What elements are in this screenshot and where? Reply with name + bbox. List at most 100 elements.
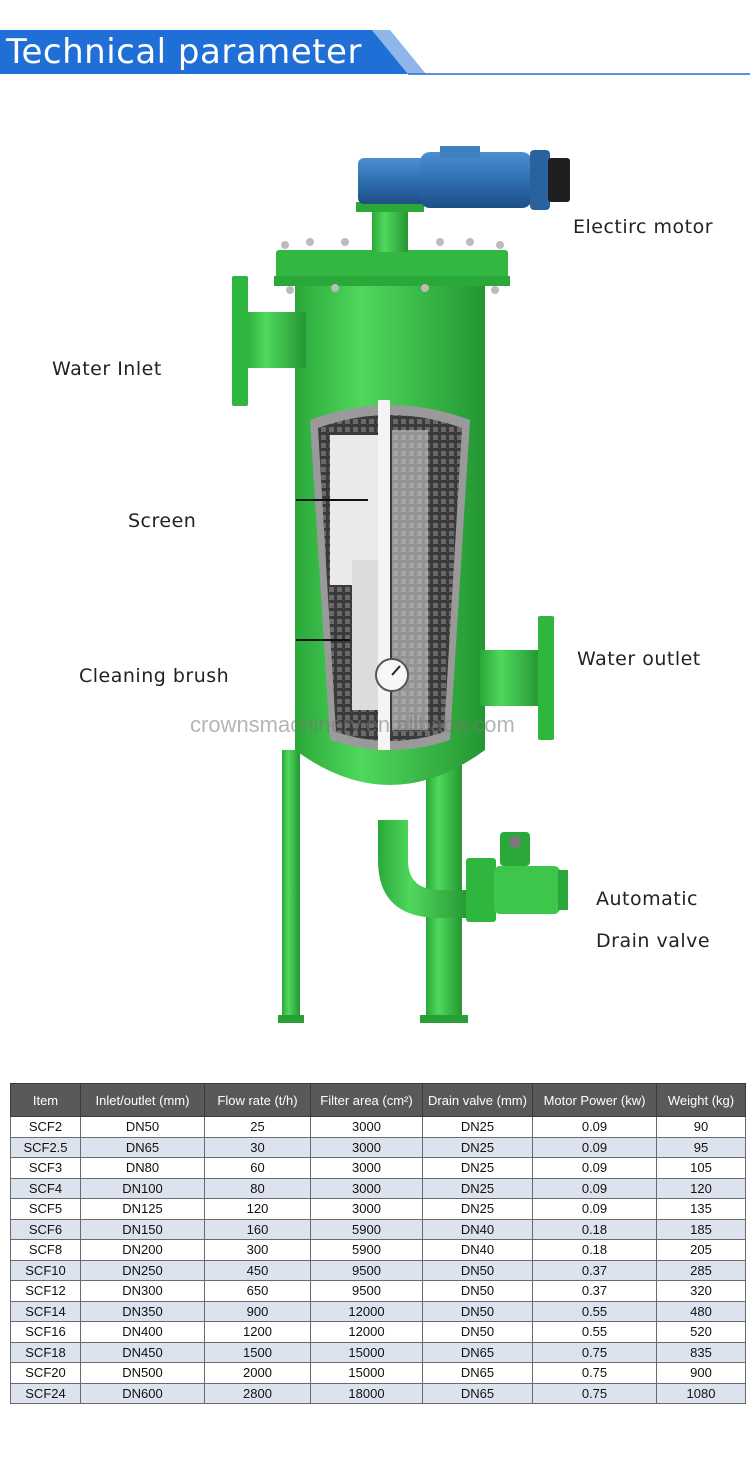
table-cell: 900 [656, 1362, 746, 1384]
table-cell: 120 [656, 1177, 746, 1199]
table-cell: 80 [204, 1177, 311, 1199]
table-cell: SCF12 [10, 1280, 81, 1302]
table-cell: 90 [656, 1116, 746, 1138]
table-cell: DN40 [422, 1218, 533, 1240]
table-cell: DN100 [80, 1177, 205, 1199]
table-cell: DN25 [422, 1198, 533, 1220]
table-cell: 160 [204, 1218, 311, 1240]
label-electric-motor: Electirc motor [573, 216, 714, 238]
table-cell: 650 [204, 1280, 311, 1302]
header-item: Item [10, 1083, 81, 1117]
table-cell: 0.37 [532, 1259, 657, 1281]
label-automatic: Automatic [596, 888, 698, 910]
table-cell: DN300 [80, 1280, 205, 1302]
table-cell: DN50 [422, 1321, 533, 1343]
callout-lines [296, 499, 368, 641]
vessel-cutaway [310, 400, 470, 750]
table-cell: 3000 [310, 1177, 423, 1199]
table-cell: 2800 [204, 1382, 311, 1404]
table-cell: 0.09 [532, 1136, 657, 1158]
table-cell: 0.09 [532, 1177, 657, 1199]
table-cell: 520 [656, 1321, 746, 1343]
table-cell: DN150 [80, 1218, 205, 1240]
table-cell: DN200 [80, 1239, 205, 1261]
header-drain-valve: Drain valve (mm) [422, 1083, 533, 1117]
table-cell: 835 [656, 1341, 746, 1363]
table-cell: 95 [656, 1136, 746, 1158]
table-cell: 3000 [310, 1157, 423, 1179]
page-title: Technical parameter [6, 32, 362, 72]
table-cell: DN400 [80, 1321, 205, 1343]
header-filter-area: Filter area (cm²) [310, 1083, 423, 1117]
table-cell: 0.18 [532, 1239, 657, 1261]
table-cell: SCF3 [10, 1157, 81, 1179]
water-inlet-pipe [232, 276, 306, 406]
table-cell: SCF4 [10, 1177, 81, 1199]
table-cell: 12000 [310, 1321, 423, 1343]
table-cell: 135 [656, 1198, 746, 1220]
table-cell: 9500 [310, 1259, 423, 1281]
water-outlet-pipe [480, 616, 554, 740]
table-cell: SCF10 [10, 1259, 81, 1281]
table-cell: 480 [656, 1300, 746, 1322]
table-cell: 1200 [204, 1321, 311, 1343]
table-cell: SCF16 [10, 1321, 81, 1343]
table-cell: DN25 [422, 1116, 533, 1138]
table-cell: SCF18 [10, 1341, 81, 1363]
table-cell: DN65 [422, 1382, 533, 1404]
table-cell: 12000 [310, 1300, 423, 1322]
support-legs [278, 750, 468, 1023]
drain-valve-assembly [378, 820, 568, 922]
table-cell: DN80 [80, 1157, 205, 1179]
table-cell: DN450 [80, 1341, 205, 1363]
header-motor-power: Motor Power (kw) [532, 1083, 657, 1117]
table-cell: DN40 [422, 1239, 533, 1261]
table-cell: SCF2 [10, 1116, 81, 1138]
label-water-outlet: Water outlet [577, 648, 701, 670]
table-cell: 285 [656, 1259, 746, 1281]
table-cell: 0.18 [532, 1218, 657, 1240]
table-cell: DN25 [422, 1136, 533, 1158]
table-cell: 320 [656, 1280, 746, 1302]
header-inlet-outlet: Inlet/outlet (mm) [80, 1083, 205, 1117]
table-cell: 205 [656, 1239, 746, 1261]
table-cell: DN350 [80, 1300, 205, 1322]
table-cell: DN250 [80, 1259, 205, 1281]
table-cell: 0.75 [532, 1362, 657, 1384]
table-cell: 450 [204, 1259, 311, 1281]
table-cell: SCF14 [10, 1300, 81, 1322]
table-cell: 0.09 [532, 1198, 657, 1220]
table-cell: DN125 [80, 1198, 205, 1220]
table-cell: 25 [204, 1116, 311, 1138]
table-cell: DN50 [422, 1280, 533, 1302]
table-cell: 30 [204, 1136, 311, 1158]
table-cell: DN50 [422, 1300, 533, 1322]
table-cell: 1080 [656, 1382, 746, 1404]
watermark: crownsmachinery.en.alibaba.com [190, 712, 515, 737]
label-screen: Screen [128, 510, 197, 532]
table-cell: DN65 [80, 1136, 205, 1158]
table-cell: 15000 [310, 1362, 423, 1384]
table-cell: 120 [204, 1198, 311, 1220]
table-cell: SCF5 [10, 1198, 81, 1220]
table-cell: SCF20 [10, 1362, 81, 1384]
table-cell: 18000 [310, 1382, 423, 1404]
table-cell: 5900 [310, 1239, 423, 1261]
table-cell: 105 [656, 1157, 746, 1179]
table-cell: 900 [204, 1300, 311, 1322]
table-cell: 60 [204, 1157, 311, 1179]
table-cell: DN65 [422, 1341, 533, 1363]
electric-motor [356, 146, 570, 252]
header-banner: Technical parameter [0, 30, 750, 78]
